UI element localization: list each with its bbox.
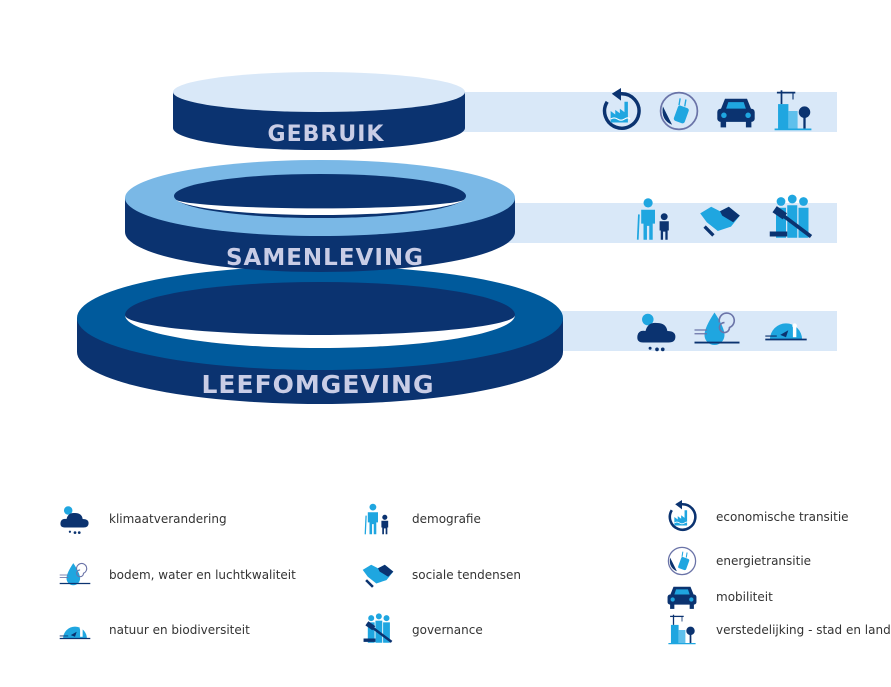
ring-label-leefomgeving: LEEFOMGEVING: [202, 370, 435, 399]
legend-label: bodem, water en luchtkwaliteit: [109, 568, 296, 582]
ring-gebruik: GEBRUIK: [173, 72, 465, 150]
legend-label: mobiliteit: [716, 590, 773, 604]
bodem-water-lucht-icon: [55, 558, 95, 592]
governance-icon: [766, 194, 816, 244]
verstedelijking-icon: [662, 613, 702, 647]
ring-label-gebruik: GEBRUIK: [268, 122, 385, 147]
economische-transitie-icon: [662, 500, 702, 534]
rings-svg: LEEFOMGEVING SAMENLEVING GEBRUIK: [77, 72, 563, 404]
governance-icon: [358, 613, 398, 647]
legend-item-verstedelijking: verstedelijking - stad en land: [662, 612, 891, 648]
bodem-water-lucht-icon: [688, 305, 746, 355]
natuur-biodiversiteit-icon: [55, 613, 95, 647]
legend-item-mobiliteit: mobiliteit: [662, 579, 773, 615]
legend-label: natuur en biodiversiteit: [109, 623, 250, 637]
ring-label-samenleving: SAMENLEVING: [226, 245, 424, 271]
legend-item-demografie: demografie: [358, 501, 481, 537]
legend-label: economische transitie: [716, 510, 849, 524]
legend-label: sociale tendensen: [412, 568, 521, 582]
sociale-tendensen-icon: [697, 198, 743, 242]
verstedelijking-icon: [770, 88, 816, 134]
legend-item-energietransitie: energietransitie: [662, 543, 811, 579]
energietransitie-icon: [662, 544, 702, 578]
ring-leefomgeving: LEEFOMGEVING: [77, 266, 563, 404]
legend-item-klimaatverandering: klimaatverandering: [55, 501, 227, 537]
mobiliteit-icon: [714, 90, 758, 134]
legend-item-governance: governance: [358, 612, 483, 648]
legend-item-economische-transitie: economische transitie: [662, 499, 849, 535]
legend-label: verstedelijking - stad en land: [716, 623, 891, 637]
legend-label: governance: [412, 623, 483, 637]
energietransitie-icon: [656, 88, 702, 134]
legend-label: demografie: [412, 512, 481, 526]
demografie-icon: [358, 502, 398, 536]
klimaatverandering-icon: [55, 502, 95, 536]
legend-item-bodem-water-lucht: bodem, water en luchtkwaliteit: [55, 557, 296, 593]
klimaatverandering-icon: [632, 308, 682, 354]
legend-item-natuur-biodiversiteit: natuur en biodiversiteit: [55, 612, 250, 648]
mobiliteit-icon: [662, 580, 702, 614]
demografie-icon: [632, 194, 678, 244]
ring-samenleving: SAMENLEVING: [125, 160, 515, 272]
legend-item-sociale-tendensen: sociale tendensen: [358, 557, 521, 593]
economische-transitie-icon: [598, 88, 644, 134]
legend-label: klimaatverandering: [109, 512, 227, 526]
sociale-tendensen-icon: [358, 558, 398, 592]
layer-diagram: LEEFOMGEVING SAMENLEVING GEBRUIK: [77, 72, 837, 404]
natuur-biodiversiteit-icon: [758, 305, 814, 351]
legend-label: energietransitie: [716, 554, 812, 568]
